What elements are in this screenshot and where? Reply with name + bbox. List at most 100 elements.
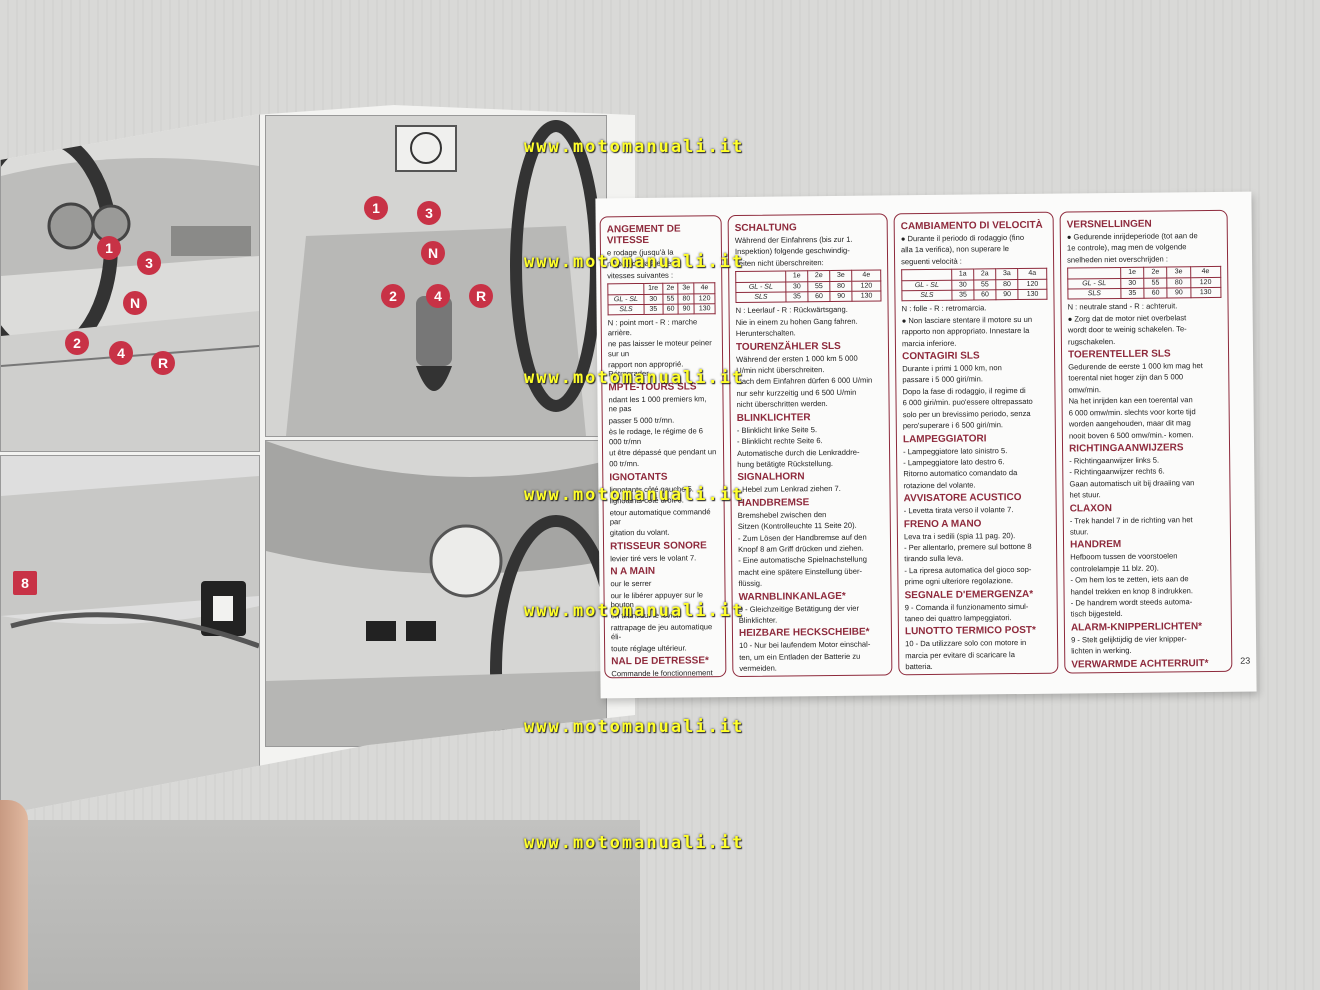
gear-lever-label-1: 1 (364, 196, 388, 220)
table-cell: 90 (678, 303, 695, 315)
text-line: Nach dem Einfahren dürfen 6 000 U/min (736, 376, 873, 387)
gear-lever-label-2: 2 (381, 284, 405, 308)
text-line: N : folle - R : retromarcia. (901, 303, 987, 314)
text-line: 00 tr/mn. (609, 459, 640, 469)
section-heading: AVVISATORE ACUSTICO (903, 492, 1022, 505)
table-cell: 90 (996, 289, 1019, 301)
section-heading: ALARM-KNIPPERLICHTEN* (1070, 620, 1203, 634)
table-cell: GL - SL (1067, 278, 1121, 290)
text-line: solo per un brevissimo periodo, senza (902, 408, 1031, 419)
page-number: 23 (1240, 655, 1251, 666)
table-cell: 4a (1017, 268, 1047, 280)
handbrake-drawing (1, 456, 259, 815)
text-line: - La ripresa automatica del gioco sop- (904, 564, 1032, 575)
table-cell (901, 269, 952, 281)
table-surface (0, 820, 640, 990)
left-page-illustrations: 1 2 3 4 N R 1 2 3 4 N R (0, 105, 635, 815)
table-cell: 35 (785, 291, 809, 303)
text-line: lichten in werking. (1071, 646, 1132, 656)
column-italian: CAMBIAMENTO DI VELOCITÀ● Durante il peri… (893, 211, 1059, 676)
text-line: seguenti velocità : (901, 256, 962, 267)
text-line: - Hebel zum Lenkrad ziehen 7. (737, 484, 841, 495)
text-line: 10 - Da utilizzare solo con motore in (905, 638, 1027, 649)
text-line: pero'superare i 6 500 giri/min. (902, 420, 1004, 431)
text-line: alla 1a verifica), non superare le (900, 244, 1010, 255)
table-cell: GL - SL (901, 279, 952, 291)
text-line: - Per allentarlo, premere sul bottone 8 (904, 541, 1032, 553)
gear-label-r: R (151, 351, 175, 375)
text-line: - Lampeggiatore lato destro 6. (903, 457, 1005, 468)
table-cell (735, 271, 786, 283)
text-line: 10 - Gebruik deze slechts indien de mo- (1071, 670, 1225, 674)
text-line: ndant les 1 000 premiers km, ne pas (608, 394, 707, 414)
section-heading: WARNBLINKANLAGE* (738, 590, 846, 603)
text-line: etour automatique commandé par (609, 506, 711, 527)
text-line: Hefboom tussen de voorstoelen (1070, 551, 1178, 562)
gear-label-2: 2 (65, 331, 89, 355)
section-heading: VERSNELLINGEN (1066, 218, 1152, 231)
illustration-gear-lever: 1 2 3 4 N R (265, 115, 607, 437)
table-cell: 120 (851, 280, 881, 292)
text-line: 10 - Nur bei laufendem Motor einschal- (739, 639, 871, 651)
table-cell: GL - SL (735, 281, 786, 293)
table-cell: 90 (1167, 287, 1191, 299)
table-cell: 30 (643, 293, 663, 305)
text-line: Leva tra i sedili (spia 11 pag. 20). (903, 530, 1016, 541)
text-line: Herunterschalten. (735, 328, 796, 339)
text-line: marcia inferiore. (901, 338, 957, 348)
section-heading: VERWARMDE ACHTERRUIT* (1071, 657, 1209, 671)
gear-lever-drawing (266, 116, 606, 436)
text-line: hung betätigte Rückstellung. (737, 458, 834, 469)
table-cell: 3e (678, 283, 695, 294)
section-heading: CONTAGIRI SLS (902, 350, 980, 363)
section-heading: HANDBREMSE (737, 496, 810, 509)
table-cell: 80 (829, 280, 853, 292)
table-cell: 60 (1143, 287, 1168, 299)
section-heading: RICHTINGAANWIJZERS (1068, 442, 1184, 455)
text-line: Während der ersten 1 000 km 5 000 (736, 353, 858, 364)
section-heading: BLINKLICHTER (736, 411, 811, 424)
callout-8: 8 (13, 571, 37, 595)
text-line: 9 - Stelt gelijktijdig de vier knipper- (1071, 634, 1187, 645)
section-heading: HANDREM (1070, 539, 1122, 551)
text-line: Automatische durch die Lenkraddre- (737, 447, 860, 458)
text-line: Non raschiare mai la superficie (905, 672, 1051, 676)
text-line: Knopf 8 am Griff drücken und ziehen. (738, 543, 864, 554)
table-cell: 60 (973, 289, 997, 301)
text-line: vermeiden. (739, 663, 777, 674)
text-line: ● Non lasciare stentare il motore su un (901, 314, 1033, 326)
text-line: Durante i primi 1 000 km, non (902, 363, 1002, 374)
text-line: toerental niet hoger zijn dan 5 000 (1068, 372, 1184, 383)
text-line: 1e controle), mag men de volgende (1066, 242, 1187, 253)
table-cell: 120 (1190, 277, 1221, 288)
text-line: - Eine automatische Spielnachstellung (738, 554, 867, 566)
text-line: N : neutrale stand - R : achteruit. (1067, 301, 1178, 312)
watermark-text: www.motomanuali.it (524, 833, 745, 853)
text-line: Gedurende de eerste 1 000 km mag het (1068, 361, 1203, 372)
text-line: U/min nicht überschreiten. (736, 365, 825, 376)
text-line: Kratzer auf der Innenseite der (739, 674, 885, 678)
table-cell: SLS (1067, 288, 1121, 300)
section-heading: TOERENTELLER SLS (1068, 348, 1171, 361)
table-cell: 1a (951, 269, 974, 280)
table-cell: 1re (643, 283, 663, 295)
table-cell: 30 (1120, 277, 1144, 289)
table-cell: GL - SL (607, 294, 644, 305)
table-cell: SLS (735, 291, 786, 303)
text-line: ut être dépassé que pendant un (609, 447, 717, 458)
section-heading: SEGNALE D'EMERGENZA* (904, 588, 1034, 601)
table-cell: 2a (973, 268, 996, 280)
text-line: Während der Einfahrens (bis zur 1. (734, 234, 853, 245)
table-cell: SLS (901, 290, 952, 302)
table-cell: 2e (807, 270, 830, 282)
table-cell: 30 (785, 281, 808, 292)
text-line: 6 000 giri/min. puo'essere oltrepassato (902, 397, 1033, 408)
text-line: handel trekken en knop 8 indrukken. (1070, 585, 1194, 597)
table-cell (607, 283, 644, 295)
text-line: ten, um ein Entladen der Batterie zu (739, 651, 861, 662)
gear-lever-label-n: N (421, 241, 445, 265)
illustration-switches: 9 10 (265, 440, 607, 747)
